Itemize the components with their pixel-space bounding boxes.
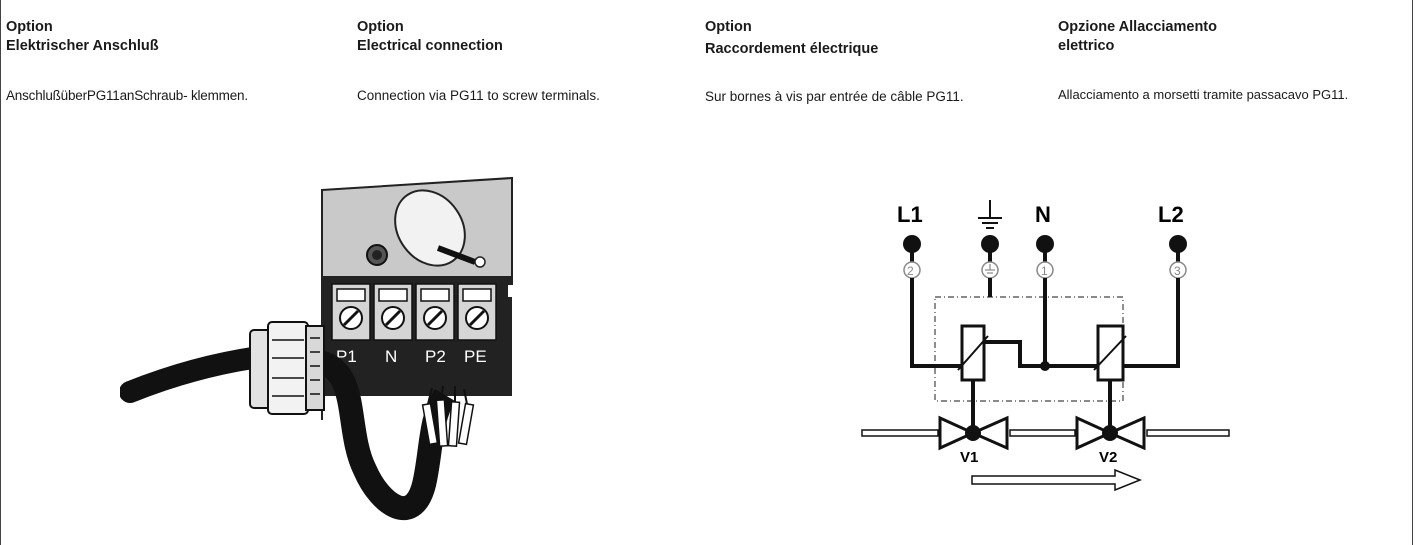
- heading-german: Option Elektrischer Anschluß: [6, 18, 326, 56]
- page-border-left: [0, 0, 1, 545]
- terminal-number-2: 2: [907, 264, 914, 278]
- heading-title: Raccordement électrique: [705, 41, 879, 57]
- heading-title: Elektrischer Anschluß: [6, 38, 159, 54]
- column-german: Option Elektrischer Anschluß: [6, 18, 326, 56]
- terminal-label-pe: PE: [464, 347, 487, 366]
- heading-option-label: Option: [705, 19, 752, 35]
- flow-arrow-icon: [971, 468, 1143, 492]
- earth-terminal-icon: [985, 264, 995, 274]
- line-label-n: N: [1035, 202, 1051, 227]
- heading-english: Option Electrical connection: [357, 18, 697, 56]
- line-label-l2: L2: [1158, 202, 1184, 227]
- body-english: Connection via PG11 to screw terminals.: [357, 88, 600, 103]
- column-english: Option Electrical connection: [357, 18, 697, 56]
- terminal-label-p2: P2: [425, 347, 446, 366]
- column-french: Option Raccordement électrique: [705, 18, 1035, 59]
- valve-label-v2: V2: [1099, 449, 1117, 466]
- terminal-block-illustration: P1 N P2 PE: [120, 176, 514, 521]
- heading-french: Option Raccordement électrique: [705, 18, 1035, 59]
- heading-option-label: Opzione Allacciamento: [1058, 19, 1217, 35]
- terminal-number-3: 3: [1174, 264, 1181, 278]
- wiring-diagram: L1 N L2 2 1 3: [861, 200, 1230, 492]
- heading-option-label: Option: [6, 19, 53, 35]
- line-label-l1: L1: [897, 202, 923, 227]
- earth-icon: [978, 200, 1002, 229]
- heading-title: elettrico: [1058, 38, 1115, 54]
- terminal-label-n: N: [385, 347, 397, 366]
- heading-italian: Opzione Allacciamento elettrico: [1058, 18, 1418, 56]
- heading-option-label: Option: [357, 19, 404, 35]
- page-border-right: [1412, 0, 1413, 545]
- body-french: Sur bornes à vis par entrée de câble PG1…: [705, 89, 964, 104]
- body-german: AnschlußüberPG11anSchraub- klemmen.: [6, 88, 248, 103]
- heading-title: Electrical connection: [357, 38, 503, 54]
- terminal-number-1: 1: [1041, 264, 1048, 278]
- valve-label-v1: V1: [960, 449, 978, 466]
- column-italian: Opzione Allacciamento elettrico: [1058, 18, 1418, 56]
- body-italian: Allacciamento a morsetti tramite passaca…: [1058, 87, 1349, 102]
